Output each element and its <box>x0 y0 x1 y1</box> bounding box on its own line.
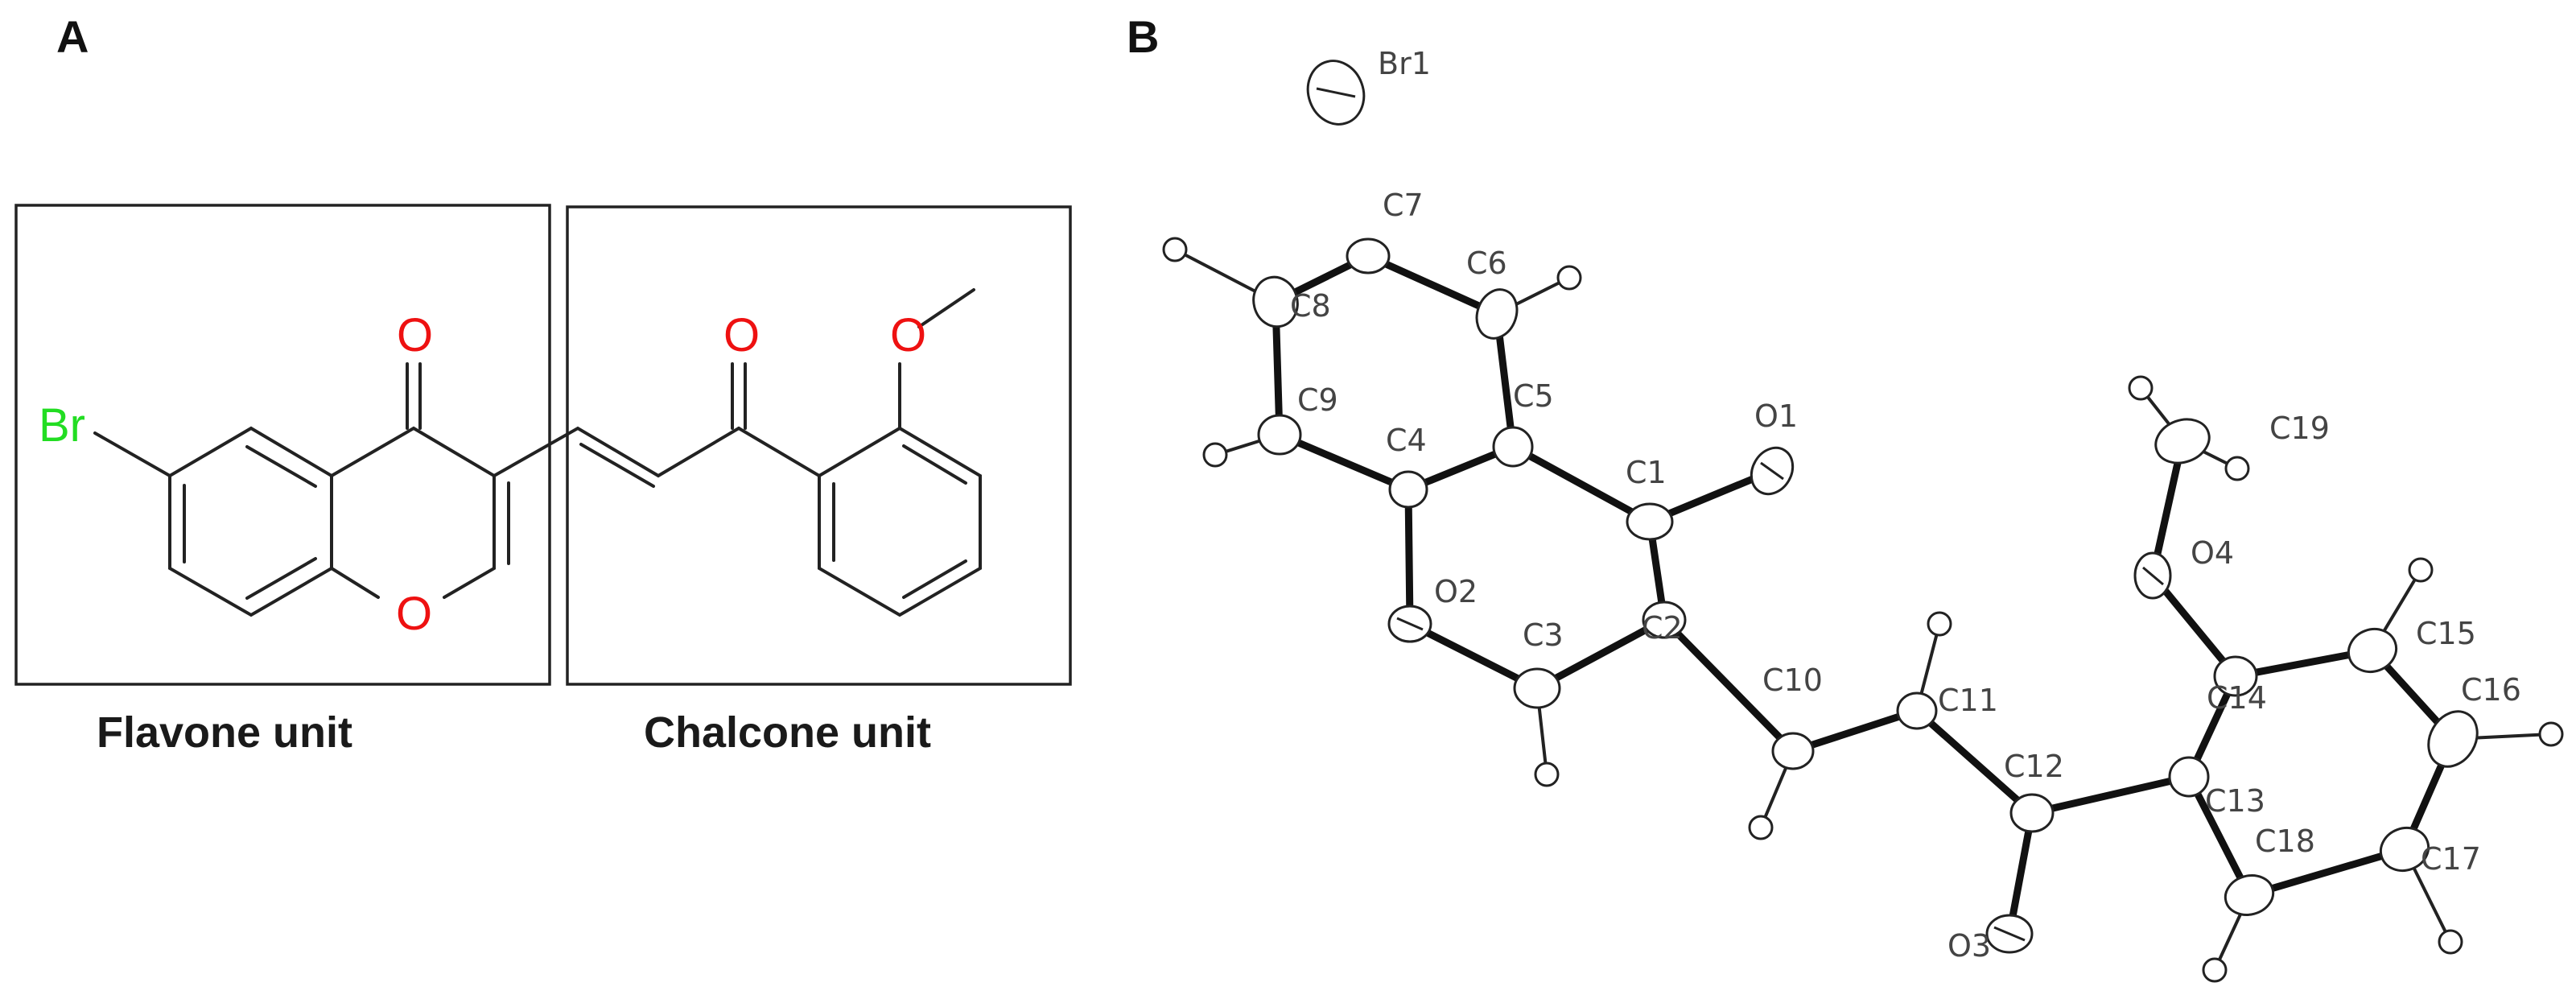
label-c18: C18 <box>2255 824 2315 859</box>
atom-c2 <box>1642 601 1687 639</box>
hydrogen-atom <box>2224 456 2250 481</box>
atom-c3 <box>1513 667 1561 709</box>
atom-c10 <box>1771 732 1815 770</box>
label-c9: C9 <box>1297 382 1338 418</box>
label-c3: C3 <box>1523 617 1564 653</box>
hydrogen-atom <box>2128 375 2154 401</box>
hydrogen-atom <box>1748 815 1774 840</box>
atom-c17 <box>2379 827 2430 872</box>
panel-b-label: B <box>1127 11 1159 62</box>
atom-c4 <box>1388 470 1428 509</box>
atom-c13 <box>2168 756 2210 798</box>
label-c19: C19 <box>2269 411 2330 446</box>
label-o2: O2 <box>1434 574 1478 609</box>
ring-oxygen: O <box>396 588 432 640</box>
atom-c6 <box>1475 288 1519 340</box>
flavone-ketone-oxygen: O <box>397 309 433 361</box>
hydrogen-atom <box>2202 957 2228 983</box>
hydrogen-atom <box>2438 929 2463 955</box>
label-c7: C7 <box>1383 188 1424 223</box>
hydrogen-atom <box>1927 611 1952 637</box>
hydrogen-atom <box>2538 721 2564 747</box>
atom-c11 <box>1896 691 1938 730</box>
label-c13: C13 <box>2205 783 2265 819</box>
label-c14: C14 <box>2207 680 2267 716</box>
label-c17: C17 <box>2421 841 2481 877</box>
hydrogen-atom <box>1162 237 1188 262</box>
atom-c18 <box>2224 874 2275 916</box>
label-br1: Br1 <box>1378 46 1431 81</box>
label-o1: O1 <box>1754 398 1798 434</box>
methoxy-oxygen: O <box>890 309 926 361</box>
label-o4: O4 <box>2191 535 2234 571</box>
flavone-unit-title: Flavone unit <box>97 708 352 757</box>
linker-and-chalcone <box>493 288 982 617</box>
atom-c15 <box>2347 628 2398 673</box>
flavone-unit-box <box>14 204 551 686</box>
hydrogen-atom <box>1202 442 1228 468</box>
atom-c9 <box>1257 414 1302 456</box>
atom-c1 <box>1626 502 1674 541</box>
ortep-hydrogen-atoms <box>1162 237 2564 983</box>
label-c15: C15 <box>2416 616 2476 651</box>
label-o3: O3 <box>1947 928 1991 964</box>
atom-c16 <box>2427 710 2479 768</box>
hydrogen-atom <box>1534 762 1560 787</box>
atom-c19 <box>2154 418 2211 464</box>
atom-labels-2d: Br O O O O <box>39 309 926 640</box>
bromine-label: Br <box>39 399 85 452</box>
hydrogen-atom <box>1556 265 1582 291</box>
hydrogen-atom <box>2408 557 2434 583</box>
label-c5: C5 <box>1513 378 1554 414</box>
atom-c5 <box>1492 426 1534 468</box>
atom-c7 <box>1346 237 1391 275</box>
label-c8: C8 <box>1290 288 1331 324</box>
label-c1: C1 <box>1626 455 1667 490</box>
label-c16: C16 <box>2461 672 2521 708</box>
atom-c12 <box>2009 793 2055 833</box>
label-c4: C4 <box>1386 423 1427 458</box>
ortep-atom-labels: Br1 C7 C6 C8 C9 C5 C4 C1 O1 O2 C3 C2 C10… <box>1290 46 2521 964</box>
label-c6: C6 <box>1466 246 1507 281</box>
chalcone-unit-box <box>566 205 1072 686</box>
label-c11: C11 <box>1938 683 1998 718</box>
atom-c8 <box>1252 275 1299 328</box>
chalcone-ketone-oxygen: O <box>723 309 760 361</box>
panel-a-label: A <box>56 11 89 62</box>
ortep-hydrogen-bonds <box>1174 248 2552 971</box>
ortep-thermal-ellipsoids <box>1252 60 2479 954</box>
chalcone-unit-title: Chalcone unit <box>644 708 931 757</box>
flavone-structure <box>93 362 510 617</box>
atom-c14 <box>2213 655 2258 697</box>
label-c2: C2 <box>1642 610 1683 646</box>
label-c10: C10 <box>1762 663 1823 698</box>
label-c12: C12 <box>2004 749 2064 784</box>
